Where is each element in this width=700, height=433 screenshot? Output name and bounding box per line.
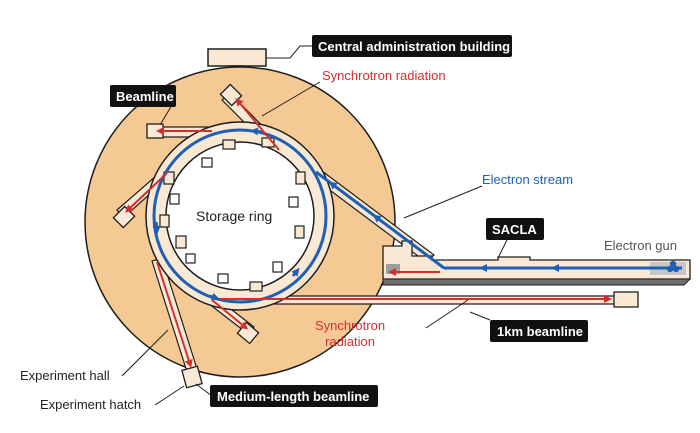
storage-ring-label: Storage ring — [196, 208, 272, 224]
beamline-label: Beamline — [116, 89, 174, 104]
storage-ring-structure — [145, 121, 335, 311]
experiment-hall-label: Experiment hall — [20, 368, 110, 383]
leader-lines — [121, 45, 509, 406]
synchrotron-top-label: Synchrotron radiation — [322, 68, 446, 83]
central-admin-label: Central administration building — [318, 39, 510, 54]
electron-gun-marker — [666, 260, 680, 273]
synchrotron-bottom-label-line2: radiation — [325, 334, 375, 349]
label-boxes — [110, 35, 588, 407]
medium-beamline-label: Medium-length beamline — [217, 389, 369, 404]
synchrotron-radiation-beams — [125, 97, 612, 368]
km-beamline-label: 1km beamline — [497, 324, 583, 339]
sacla-label: SACLA — [492, 222, 537, 237]
experiment-hatch-label: Experiment hatch — [40, 397, 141, 412]
electron-stream-label: Electron stream — [482, 172, 573, 187]
electron-gun-label: Electron gun — [604, 238, 677, 253]
synchrotron-bottom-label-line1: Synchrotron — [315, 318, 385, 333]
electron-stream — [152, 127, 682, 304]
